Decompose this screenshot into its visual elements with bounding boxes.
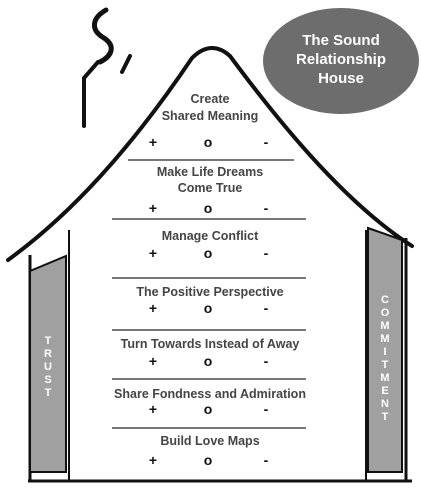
badge-line: Relationship — [296, 51, 386, 68]
commitment-letter: C — [381, 294, 389, 306]
badge-line: House — [318, 70, 364, 87]
floor-title: Come True — [178, 181, 243, 195]
plus-mark: + — [149, 401, 157, 417]
trust-letter: U — [44, 361, 52, 373]
chimney — [82, 54, 132, 128]
floor-title: Create — [191, 92, 230, 106]
minus-mark: - — [264, 200, 269, 216]
floor: Share Fondness and Admiration+ o - — [112, 387, 306, 429]
title-badge — [263, 8, 419, 114]
minus-mark: - — [264, 300, 269, 316]
minus-mark: - — [264, 452, 269, 468]
plus-mark: + — [149, 134, 157, 150]
floor-title: Share Fondness and Admiration — [114, 387, 306, 401]
commitment-letter: M — [380, 333, 389, 345]
zero-mark: o — [204, 245, 213, 261]
zero-mark: o — [204, 353, 213, 369]
floor-title: The Positive Perspective — [136, 285, 283, 299]
commitment-letter: O — [381, 307, 390, 319]
floor-title: Manage Conflict — [162, 229, 259, 243]
plus-mark: + — [149, 245, 157, 261]
commitment-letter: T — [382, 359, 389, 371]
commitment-letter: T — [382, 411, 389, 423]
zero-mark: o — [204, 200, 213, 216]
house-outline — [6, 46, 414, 262]
floor: Manage Conflict + o - — [112, 229, 306, 279]
plus-mark: + — [149, 300, 157, 316]
zero-mark: o — [204, 452, 213, 468]
commitment-letter: E — [381, 385, 388, 397]
minus-mark: - — [264, 245, 269, 261]
chimney-smoke — [92, 7, 114, 65]
commitment-letter: N — [381, 398, 389, 410]
minus-mark: - — [264, 134, 269, 150]
minus-mark: - — [264, 353, 269, 369]
minus-mark: - — [264, 401, 269, 417]
plus-mark: + — [149, 200, 157, 216]
trust-letter: R — [44, 348, 52, 360]
floor: The Positive Perspective+ o - — [112, 285, 306, 331]
floor: Turn Towards Instead of Away + o - — [112, 337, 306, 380]
trust-letter: T — [45, 335, 52, 347]
commitment-letter: M — [380, 372, 389, 384]
floor: Build Love Maps+ o - — [149, 434, 269, 468]
commitment-pillar — [367, 226, 403, 473]
zero-mark: o — [204, 134, 213, 150]
plus-mark: + — [149, 353, 157, 369]
floor-title: Turn Towards Instead of Away — [121, 337, 300, 351]
commitment-letter: I — [383, 346, 386, 358]
zero-mark: o — [204, 300, 213, 316]
commitment-letter: M — [380, 320, 389, 332]
trust-pillar — [29, 254, 67, 473]
badge-line: The Sound — [302, 32, 380, 49]
zero-mark: o — [204, 401, 213, 417]
floor-title: Shared Meaning — [162, 109, 259, 123]
trust-letter: T — [45, 387, 52, 399]
trust-letter: S — [44, 374, 51, 386]
floor-title: Build Love Maps — [160, 434, 259, 448]
plus-mark: + — [149, 452, 157, 468]
floor-title: Make Life Dreams — [157, 165, 263, 179]
